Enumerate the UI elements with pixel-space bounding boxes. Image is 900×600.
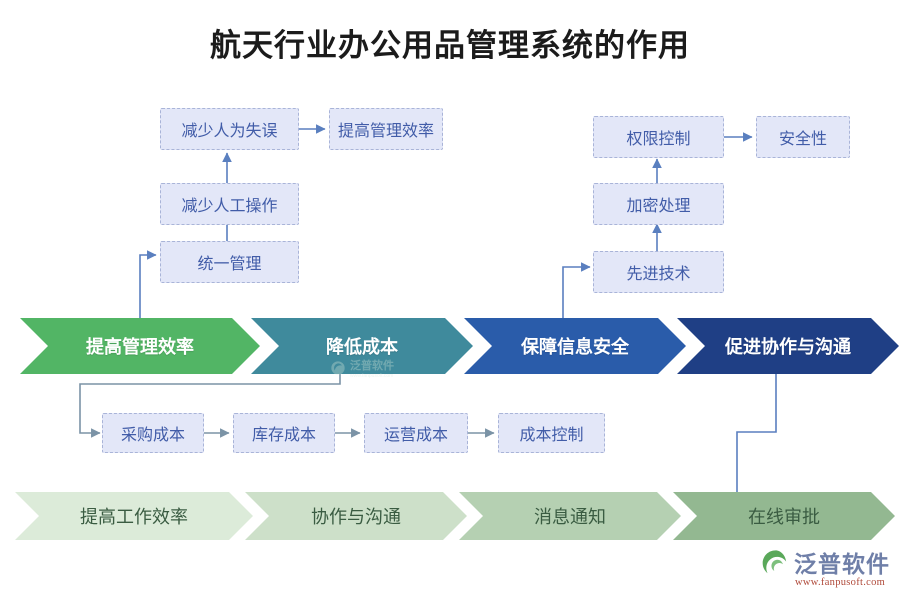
bottom-step-collaboration-communication[interactable]: 协作与沟通 bbox=[245, 492, 467, 540]
node-unified-management[interactable]: 统一管理 bbox=[160, 241, 299, 283]
node-permission-control[interactable]: 权限控制 bbox=[593, 116, 724, 158]
node-reduce-manual-operation[interactable]: 减少人工操作 bbox=[160, 183, 299, 225]
brand-logo: 泛普软件 www.fanpusoft.com bbox=[762, 545, 894, 589]
node-label: 运营成本 bbox=[383, 427, 448, 444]
node-encryption-processing[interactable]: 加密处理 bbox=[593, 183, 724, 225]
node-label: 采购成本 bbox=[120, 427, 185, 444]
flow-step-label: 保障信息安全 bbox=[521, 337, 629, 357]
flow-step-promote-collaboration[interactable]: 促进协作与沟通 bbox=[677, 318, 899, 374]
node-label: 库存成本 bbox=[251, 427, 316, 444]
node-label: 减少人工操作 bbox=[181, 198, 278, 215]
node-label: 加密处理 bbox=[626, 198, 691, 215]
node-label: 权限控制 bbox=[626, 131, 691, 148]
node-inventory-cost[interactable]: 库存成本 bbox=[233, 413, 335, 453]
node-security-result[interactable]: 安全性 bbox=[756, 116, 850, 158]
node-label: 提高管理效率 bbox=[337, 123, 434, 140]
bottom-step-online-approval[interactable]: 在线审批 bbox=[673, 492, 895, 540]
flow-step-label: 促进协作与沟通 bbox=[725, 337, 851, 357]
node-operating-cost[interactable]: 运营成本 bbox=[364, 413, 468, 453]
node-label: 减少人为失误 bbox=[181, 123, 278, 140]
node-advanced-technology[interactable]: 先进技术 bbox=[593, 251, 724, 293]
flow-step-improve-management-efficiency[interactable]: 提高管理效率 bbox=[20, 318, 260, 374]
node-label: 统一管理 bbox=[197, 256, 262, 273]
node-procurement-cost[interactable]: 采购成本 bbox=[102, 413, 204, 453]
node-cost-control[interactable]: 成本控制 bbox=[498, 413, 605, 453]
center-watermark: 泛普软件 www.fanpusoft.com bbox=[330, 355, 460, 381]
fanpu-logo-icon bbox=[762, 549, 787, 573]
flow-step-label: 降低成本 bbox=[326, 337, 398, 357]
node-label: 安全性 bbox=[778, 131, 827, 148]
bottom-step-label: 消息通知 bbox=[534, 507, 606, 527]
node-label: 先进技术 bbox=[626, 266, 691, 283]
bottom-step-label: 协作与沟通 bbox=[311, 507, 401, 527]
page-title: 航天行业办公用品管理系统的作用 bbox=[210, 28, 690, 63]
logo-url: www.fanpusoft.com bbox=[795, 577, 886, 588]
flow-step-label: 提高管理效率 bbox=[86, 337, 194, 357]
watermark-text: 泛普软件 bbox=[350, 360, 394, 372]
bottom-step-improve-work-efficiency[interactable]: 提高工作效率 bbox=[15, 492, 253, 540]
watermark-url: www.fanpusoft.com bbox=[350, 373, 394, 379]
bottom-step-message-notification[interactable]: 消息通知 bbox=[459, 492, 681, 540]
bottom-step-label: 在线审批 bbox=[748, 507, 820, 527]
flow-step-reduce-cost[interactable]: 降低成本 bbox=[251, 318, 473, 374]
logo-name: 泛普软件 bbox=[794, 551, 890, 577]
bottom-step-label: 提高工作效率 bbox=[80, 507, 188, 527]
node-improve-management-efficiency-result[interactable]: 提高管理效率 bbox=[329, 108, 443, 150]
flow-step-ensure-information-security[interactable]: 保障信息安全 bbox=[464, 318, 686, 374]
node-reduce-human-error[interactable]: 减少人为失误 bbox=[160, 108, 299, 150]
fanpu-swoosh-icon bbox=[331, 361, 345, 375]
node-label: 成本控制 bbox=[519, 427, 584, 444]
